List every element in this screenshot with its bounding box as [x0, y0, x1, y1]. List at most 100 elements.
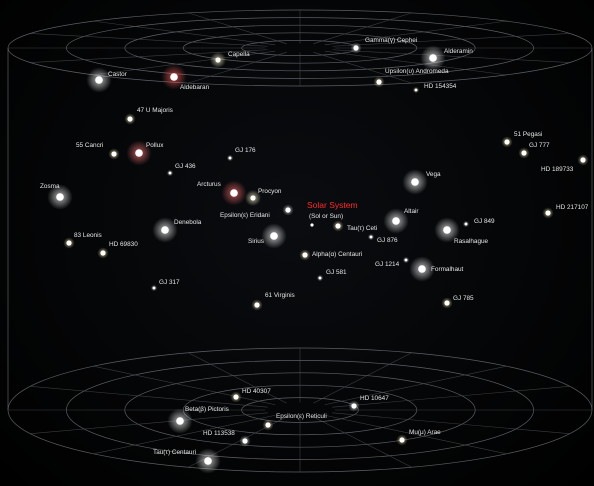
star-core [392, 217, 400, 225]
star-tau-ceti[interactable]: Tau(τ) Ceti [332, 220, 377, 232]
star-61-virginis[interactable]: 61 Virginis [251, 292, 295, 311]
star-alderamin[interactable]: Alderamin [420, 45, 473, 71]
star-core [100, 250, 106, 256]
star-core [254, 302, 260, 308]
star-sirius[interactable]: Sirius [248, 223, 287, 249]
star-epsilon-eridani[interactable]: Epsilon(ε) Eridani [220, 204, 294, 219]
star-core [399, 437, 405, 443]
star-label: Epsilon(ε) Eridani [220, 212, 270, 219]
star-label: Gamma(γ) Cephei [365, 37, 417, 44]
star-core [335, 223, 341, 229]
star-label: 61 Virginis [265, 292, 295, 299]
star-core [353, 45, 359, 51]
star-hd-154354[interactable]: HD 154354 [412, 83, 457, 94]
star-alpha-centauri[interactable]: Alpha(α) Centauri [299, 249, 362, 261]
star-pollux[interactable]: Pollux [126, 140, 164, 166]
star-label: Upsilon(υ) Andromeda [385, 68, 449, 75]
star-core [228, 156, 232, 160]
star-hd-69830[interactable]: HD 69830 [97, 241, 138, 259]
star-label: GJ 849 [474, 218, 495, 225]
star-core [66, 240, 72, 246]
star-label: GJ 436 [175, 163, 196, 170]
star-core [270, 232, 278, 240]
star-label: HD 10647 [360, 395, 389, 402]
star-core [429, 54, 437, 62]
star-label: Alpha(α) Centauri [312, 251, 362, 258]
star-gj-876[interactable]: GJ 876 [367, 233, 398, 244]
star-label: 47 U Majoris [137, 107, 173, 114]
star-label: Aldebaran [180, 84, 210, 91]
star-51-pegasi[interactable]: 51 Pegasi [501, 131, 542, 148]
star-zosma[interactable]: Zosma [40, 183, 73, 210]
star-core [404, 258, 408, 262]
star-label: 55 Cancri [76, 142, 103, 149]
star-gamma-cephei[interactable]: Gamma(γ) Cephei [350, 37, 417, 54]
star-gj-785[interactable]: GJ 785 [441, 295, 474, 309]
top-disc [7, 9, 593, 87]
sun-marker [310, 223, 314, 227]
star-55-cancri[interactable]: 55 Cancri [76, 142, 120, 160]
star-gj-849[interactable]: GJ 849 [462, 218, 495, 228]
star-procyon[interactable]: Procyon [244, 188, 282, 207]
star-core [464, 222, 468, 226]
star-gj-1214[interactable]: GJ 1214 [375, 256, 410, 268]
star-core [56, 193, 64, 201]
star-upsilon-andromeda[interactable]: Upsilon(υ) Andromeda [373, 68, 449, 88]
star-core [285, 207, 291, 213]
star-gj-436[interactable]: GJ 436 [166, 163, 196, 177]
star-mu-arae[interactable]: Mu(μ) Arae [396, 429, 441, 446]
star-gj-581[interactable]: GJ 581 [316, 269, 347, 282]
star-beta-pictoris[interactable]: Beta(β) Pictoris [167, 406, 229, 434]
star-gj-176[interactable]: GJ 176 [226, 147, 256, 162]
star-label: Tau(τ) Centauri [153, 449, 196, 456]
star-gj-777[interactable]: GJ 777 [518, 142, 550, 159]
star-formalhaut[interactable]: Formalhaut [409, 256, 464, 282]
star-epsilon-reticuli[interactable]: Epsilon(ε) Reticuli [262, 413, 327, 431]
star-label: Mu(μ) Arae [409, 429, 441, 436]
star-core [521, 150, 527, 156]
sun-sublabel: (Sol or Sun) [309, 213, 343, 220]
star-core [168, 171, 172, 175]
star-core [161, 226, 169, 234]
star-label: Beta(β) Pictoris [185, 406, 229, 413]
star-label: GJ 1214 [375, 261, 400, 268]
star-label: GJ 785 [453, 295, 474, 302]
star-capella[interactable]: Capella [209, 51, 250, 69]
star-rasalhague[interactable]: Rasalhague [434, 217, 489, 245]
star-core [444, 300, 450, 306]
star-altair[interactable]: Altair [383, 208, 419, 234]
star-hd-40307[interactable]: HD 40307 [230, 388, 271, 403]
star-core [135, 149, 143, 157]
star-core [111, 151, 117, 157]
sun-label: Solar System [307, 200, 358, 210]
star-hd-113538[interactable]: HD 113538 [203, 430, 251, 447]
star-tau-centauri[interactable]: Tau(τ) Centauri [153, 448, 221, 474]
star-label: HD 113538 [203, 430, 235, 437]
solar-system[interactable]: Solar System (Sol or Sun) [307, 200, 358, 227]
star-label: HD 217107 [556, 204, 589, 211]
star-label: Castor [108, 71, 128, 78]
star-hd-189733[interactable]: HD 189733 [541, 154, 589, 173]
star-label: Vega [426, 171, 441, 178]
star-gj-317[interactable]: GJ 317 [150, 279, 180, 292]
star-core [411, 178, 419, 186]
star-core [443, 226, 451, 234]
star-castor[interactable]: Castor [86, 67, 128, 93]
star-label: 83 Leonis [74, 232, 102, 239]
star-83-leonis[interactable]: 83 Leonis [63, 232, 102, 249]
star-label: Pollux [146, 142, 164, 149]
star-hd-10647[interactable]: HD 10647 [348, 395, 389, 412]
star-core [176, 417, 184, 425]
star-vega[interactable]: Vega [402, 169, 441, 195]
star-aldebaran[interactable]: Aldebaran [161, 64, 210, 91]
star-core [265, 422, 271, 428]
star-denebola[interactable]: Denebola [152, 217, 202, 243]
star-label: Altair [404, 208, 419, 215]
star-arcturus[interactable]: Arcturus [197, 180, 247, 206]
cylinder-sides [7, 48, 593, 410]
star-47-u-majoris[interactable]: 47 U Majoris [124, 107, 173, 125]
star-core [376, 79, 382, 85]
star-hd-217107[interactable]: HD 217107 [542, 204, 589, 219]
star-label: Procyon [258, 188, 282, 195]
